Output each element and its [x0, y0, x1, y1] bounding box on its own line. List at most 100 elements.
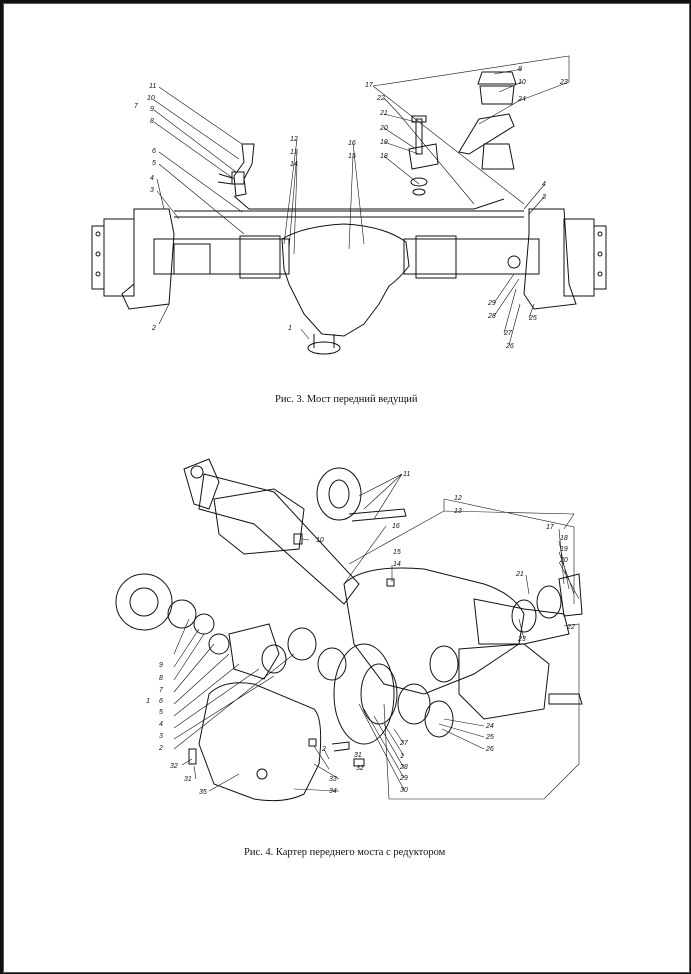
ball-joint-cap	[477, 71, 517, 85]
fig4-callout-18: 18	[560, 535, 568, 542]
outer-seal	[558, 573, 583, 617]
fig3-callout-14: 14	[290, 161, 298, 168]
right-axle-tube	[473, 598, 570, 645]
fig4-callout-9: 9	[159, 662, 163, 669]
fig4-callout-24: 24	[485, 723, 494, 730]
fig4-callout-14: 14	[393, 561, 401, 568]
figure-3-caption: Рис. 3. Мост передний ведущий	[275, 394, 418, 405]
fig4-callout-13: 13	[454, 508, 462, 515]
diff-flange	[115, 573, 173, 631]
figure-3-front-drive-axle: 11 10 7 9 8 6 5 4 3 2 1 12 13 14 16 15 1…	[91, 55, 607, 355]
drive-flange	[548, 693, 583, 705]
fig3-callout-6: 6	[152, 148, 156, 155]
fig4-callout-33: 33	[329, 776, 337, 783]
fig3-callout-16: 16	[348, 140, 356, 147]
fig4-callout-19: 19	[560, 546, 568, 553]
fig3-callout-15: 15	[348, 153, 356, 160]
fig4-callout-21: 21	[515, 571, 524, 578]
fig4-callout-8: 8	[159, 675, 163, 682]
fig3-callout-20: 20	[379, 125, 388, 132]
right-knuckle	[523, 208, 577, 310]
bearing-cap	[316, 467, 362, 521]
fig4-callout-20: 20	[559, 557, 568, 564]
fig4-callout-30: 30	[400, 787, 408, 794]
left-axle-tube	[198, 473, 360, 605]
pinion-flange	[307, 341, 341, 355]
fig4-callout-28: 28	[399, 764, 408, 771]
fig4-callout-5: 5	[159, 709, 163, 716]
fig3-callout-23: 23	[559, 79, 568, 86]
side-gear	[167, 599, 197, 629]
axle-housing-right	[403, 238, 540, 275]
fig3-callout-22: 22	[376, 95, 385, 102]
fig3-callout-27: 27	[503, 330, 513, 337]
ball-joint-boot	[481, 143, 515, 170]
fig4-callout-22: 22	[566, 624, 575, 631]
fig4-callout-31: 31	[354, 752, 362, 759]
svg-text:32: 32	[170, 763, 178, 770]
drag-link	[233, 195, 505, 210]
fig3-callout-26: 26	[505, 343, 514, 350]
fig3-callout-24: 24	[517, 96, 526, 103]
spring-seat-right	[458, 643, 550, 720]
fig3-callout-13: 13	[290, 149, 298, 156]
left-knuckle	[121, 208, 175, 310]
housing-cover	[198, 682, 322, 802]
ball-joint-arm	[458, 113, 515, 155]
fig4-callout-3: 3	[159, 733, 163, 740]
fig4-callout-12: 12	[454, 495, 462, 502]
fig4-callout-23: 23	[517, 636, 526, 643]
fig4-callout-34: 34	[329, 788, 337, 795]
svg-text:7: 7	[134, 103, 139, 110]
fig3-callout-8: 8	[150, 118, 154, 125]
fig4-callout-4: 4	[159, 721, 163, 728]
steering-arm	[233, 143, 255, 197]
fig4-callout-27: 27	[399, 740, 409, 747]
fig4-callout-17: 17	[546, 524, 555, 531]
right-spring-pad	[415, 235, 457, 279]
axle-housing-left	[153, 238, 290, 275]
spring-seat-left	[213, 488, 305, 555]
shock-bracket	[173, 243, 211, 275]
figure-4-axle-housing-exploded: 11 12 13 10 16 15 14 17 18 19 20 21 23 2…	[115, 458, 583, 802]
right-hub	[563, 218, 607, 297]
svg-text:8: 8	[518, 66, 522, 73]
fig3-callout-2: 2	[151, 325, 156, 332]
left-spring-pad	[239, 235, 281, 279]
fig3-callout-12: 12	[290, 136, 298, 143]
fig3-callout-25: 25	[528, 315, 537, 322]
fig4-callout-32: 32	[356, 765, 364, 772]
svg-text:31: 31	[184, 776, 192, 783]
main-housing	[343, 567, 525, 695]
bearing-1	[287, 627, 317, 661]
fig4-callout-35: 35	[199, 789, 207, 796]
fig3-callout-28: 28	[487, 313, 496, 320]
document-page: 11 10 7 9 8 6 5 4 3 2 1 12 13 14 16 15 1…	[3, 3, 690, 973]
fig3-callout-17: 17	[365, 82, 374, 89]
fig3-callout-29: 29	[487, 300, 496, 307]
ball-joint-body	[479, 85, 515, 105]
fig4-callout-11: 11	[403, 471, 410, 478]
fig3-callout-10: 10	[147, 95, 155, 102]
steering-bracket	[183, 458, 220, 510]
bolt	[411, 115, 427, 155]
fig3-callout-1: 1	[288, 325, 292, 332]
figure-4-caption: Рис. 4. Картер переднего моста с редукто…	[244, 847, 446, 858]
fig4-callout-15: 15	[393, 549, 401, 556]
fig3-callout-4: 4	[150, 175, 154, 182]
bearing-2	[317, 647, 347, 681]
fig3-callout-11: 11	[149, 83, 156, 90]
fig4-callout-1: 1	[146, 698, 150, 705]
fig3-callout-18: 18	[380, 153, 388, 160]
fig4-callout-29: 29	[399, 775, 408, 782]
differential-housing	[281, 223, 410, 337]
fig4-callout-2: 2	[158, 745, 163, 752]
fig4-callout-7: 7	[159, 687, 164, 694]
fig4-callout-10: 10	[316, 537, 324, 544]
svg-text:4: 4	[542, 181, 546, 188]
fig3-callout-19: 19	[380, 139, 388, 146]
fig3-callout-9: 9	[150, 106, 154, 113]
fig3-callout-3: 3	[150, 187, 154, 194]
diff-cage	[228, 623, 280, 680]
fig4-callout-16: 16	[392, 523, 400, 530]
